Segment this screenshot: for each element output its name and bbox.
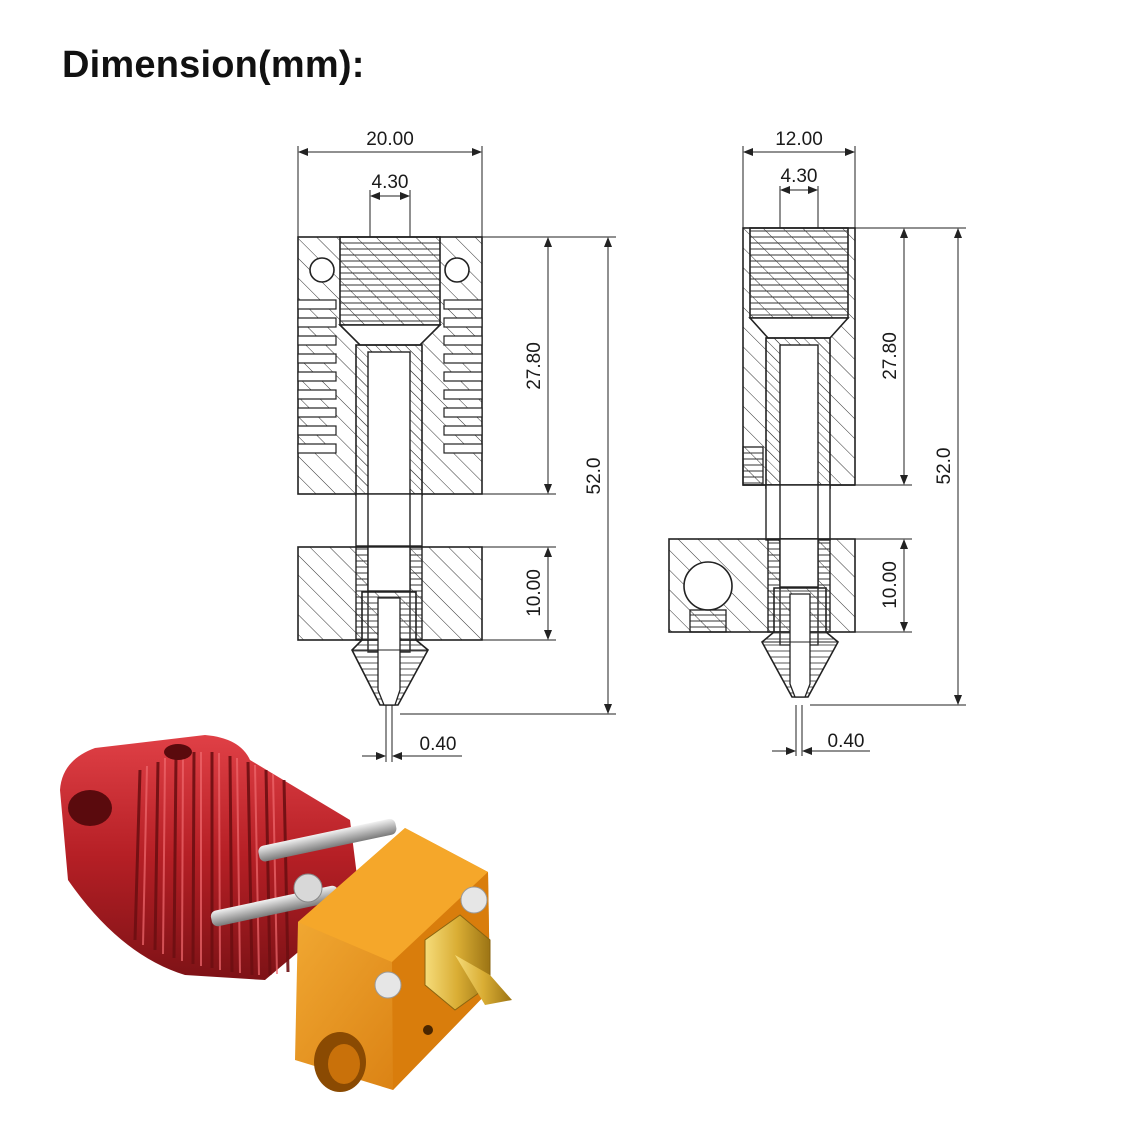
front-heatsink-fins-left [297, 299, 337, 454]
page-title: Dimension(mm): [62, 44, 365, 86]
front-total-height-label: 52.0 [584, 458, 605, 495]
side-total-height-label: 52.0 [934, 448, 955, 485]
side-top-thread [749, 227, 849, 319]
front-top-thread [339, 236, 441, 326]
block-screw-1 [460, 886, 488, 914]
front-block-height-label: 10.00 [524, 569, 545, 617]
side-heatsink-height-label: 27.80 [880, 332, 901, 380]
side-grub-screw [742, 446, 764, 486]
side-view: 12.00 4.30 27.80 52.0 10.00 0.40 [668, 129, 966, 756]
screw-upper [258, 818, 397, 862]
side-block-height-label: 10.00 [880, 561, 901, 609]
side-heater-cartridge-hole [683, 561, 733, 611]
front-bore-label: 4.30 [372, 172, 409, 193]
front-width-label: 20.00 [366, 129, 414, 150]
front-heatsink-fins-right [443, 299, 483, 454]
product-photo [60, 735, 512, 1092]
side-nozzle-label: 0.40 [828, 731, 865, 752]
side-width-label: 12.00 [775, 129, 823, 150]
side-bore-label: 4.30 [781, 166, 818, 187]
front-nozzle-label: 0.40 [420, 734, 457, 755]
front-heatsink-height-label: 27.80 [524, 342, 545, 390]
red-heatsink [60, 735, 360, 980]
block-screw-2 [374, 971, 402, 999]
side-set-screw [689, 609, 727, 633]
front-screw-hole-right [444, 257, 470, 283]
orange-heater-block [295, 828, 490, 1092]
front-view: 20.00 4.30 27.80 52.0 10.00 0.40 [297, 129, 616, 762]
brass-nozzle [424, 914, 512, 1011]
front-screw-hole-left [309, 257, 335, 283]
